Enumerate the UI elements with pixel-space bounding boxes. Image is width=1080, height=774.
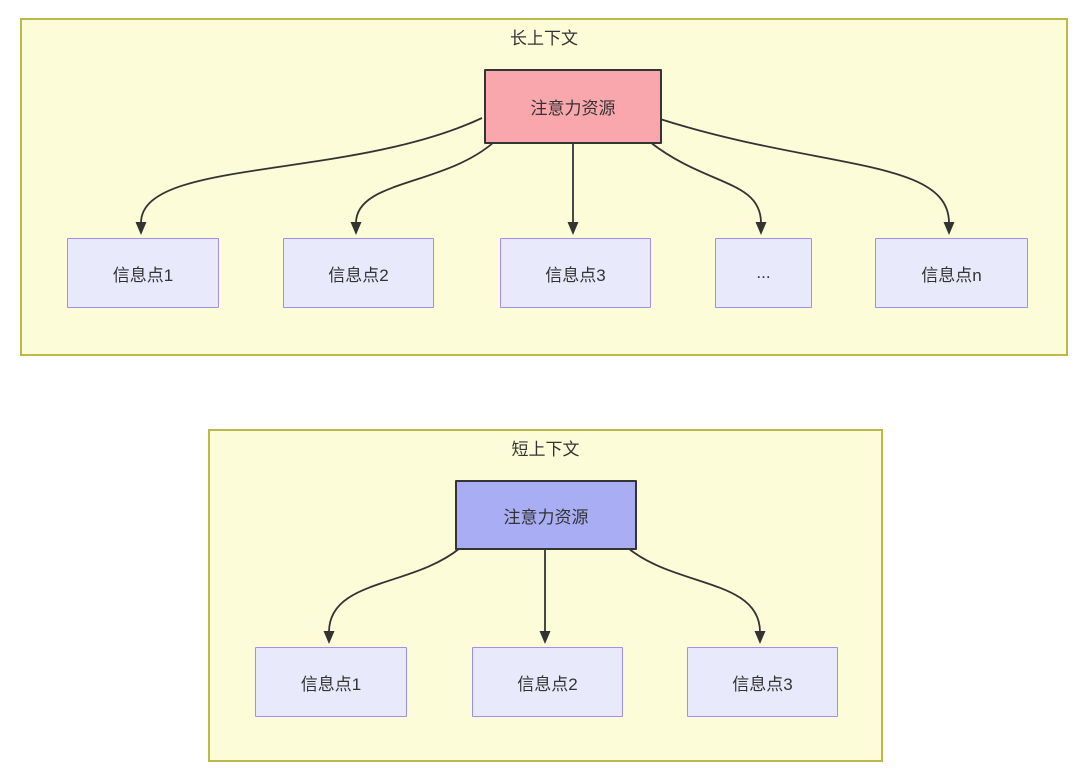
short-info-node-1: 信息点1 [255, 647, 407, 717]
long-info-node-3-label: 信息点3 [545, 265, 606, 285]
short-context-title: 短上下文 [511, 440, 580, 459]
long-info-node-2: 信息点2 [283, 238, 434, 308]
long-info-node-n-label: 信息点n [921, 265, 982, 285]
long-attention-source-node: 注意力资源 [484, 69, 662, 144]
long-info-node-2-label: 信息点2 [328, 265, 389, 285]
short-context-container: 短上下文 注意力资源 信息点1 信息点2 信息点3 [208, 429, 883, 762]
short-attention-source-node: 注意力资源 [455, 480, 637, 550]
long-info-node-ellipsis-label: ... [756, 263, 771, 282]
short-info-node-3-label: 信息点3 [732, 674, 793, 694]
long-info-node-1-label: 信息点1 [112, 265, 174, 285]
long-info-node-ellipsis: ... [715, 238, 812, 308]
long-attention-source-label: 注意力资源 [530, 99, 616, 118]
long-info-node-n: 信息点n [875, 238, 1028, 308]
long-context-container: 长上下文 注意力资源 信息点1 信息点2 信息 [20, 18, 1068, 356]
short-info-node-2: 信息点2 [472, 647, 623, 717]
short-info-node-2-label: 信息点2 [517, 674, 578, 694]
long-info-node-1: 信息点1 [67, 238, 219, 308]
short-info-node-3: 信息点3 [687, 647, 838, 717]
short-attention-source-label: 注意力资源 [503, 507, 589, 527]
long-info-node-3: 信息点3 [500, 238, 651, 308]
short-info-node-1-label: 信息点1 [300, 674, 362, 694]
long-context-title: 长上下文 [510, 29, 578, 48]
